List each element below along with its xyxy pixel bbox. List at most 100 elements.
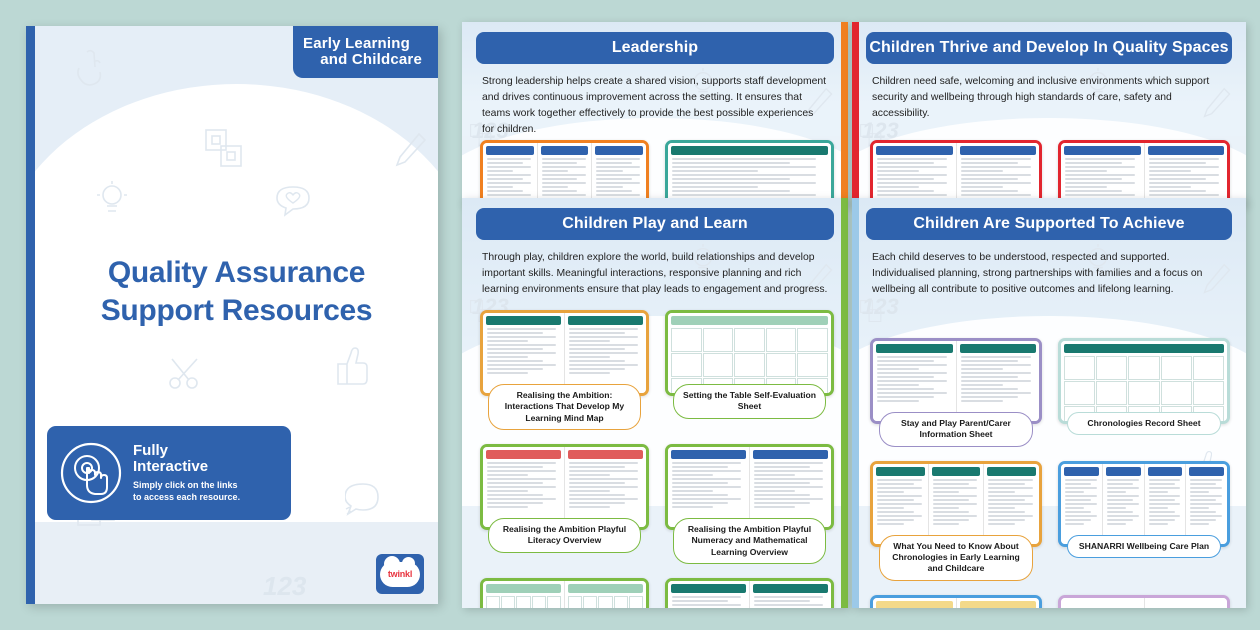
thumbnail-page [1061, 143, 1145, 206]
panel-title: Children Play and Learn [476, 208, 834, 240]
resource-card[interactable] [665, 140, 834, 206]
badge-heading-line-1: Fully [133, 441, 169, 459]
thumbnail-page [537, 143, 593, 206]
resource-card[interactable]: SHANARRI [870, 594, 1042, 608]
thumbnail-page [565, 581, 646, 608]
resource-card[interactable]: Early Learning and Childcare Daily Sleep… [870, 140, 1042, 206]
thumbnail-page [483, 143, 538, 206]
resource-row: Realising the Ambition: Interactions Tha… [480, 310, 834, 431]
thumbnail-page [565, 447, 646, 528]
resource-thumbnail[interactable] [480, 140, 649, 206]
panel-description: Strong leadership helps create a shared … [482, 76, 827, 136]
thumbnail-page [1144, 597, 1227, 608]
resource-row: SHANARRI The Vision of the United Best Pr… [870, 594, 1232, 608]
resource-label[interactable]: What You Need to Know About Chronologies… [878, 534, 1034, 581]
thumbnail-page [668, 143, 831, 206]
resource-card[interactable]: The Importance of Play for All Children [480, 578, 649, 608]
fully-interactive-badge: Fully Interactive Simply click on the li… [47, 426, 291, 520]
badge-heading-line-2: Interactive [133, 458, 209, 476]
panel-accent-strip [841, 198, 848, 608]
resource-row: What You Need to Know About Chronologies… [870, 460, 1232, 581]
thumbnail-page [1186, 463, 1227, 544]
thumbnail-page [956, 597, 1039, 608]
panel-accent-strip [852, 22, 859, 206]
thumbnail-page [873, 597, 957, 608]
resource-label[interactable]: Realising the Ambition Playful Literacy … [488, 518, 641, 553]
resource-thumbnail[interactable] [1058, 460, 1230, 547]
thumbnail-page [565, 313, 646, 393]
resource-row: Stay and Play Parent/Carer Information S… [870, 338, 1232, 447]
resource-thumbnail[interactable] [870, 460, 1042, 547]
thumbnail-page [1102, 463, 1145, 544]
resource-grid: Realising the Ambition: Interactions Tha… [480, 310, 834, 608]
thumbnail-page [1144, 463, 1187, 544]
resource-card[interactable] [1058, 140, 1230, 206]
panel-title: Children Are Supported To Achieve [866, 208, 1232, 240]
resource-thumbnail[interactable] [665, 444, 834, 531]
page-title-line-1: Quality Assurance [107, 256, 366, 289]
resource-grid [480, 140, 834, 206]
thumbnail-page [750, 447, 831, 528]
thumbnail-page [956, 341, 1039, 421]
resource-label[interactable]: Realising the Ambition Playful Numeracy … [673, 518, 826, 565]
resource-thumbnail[interactable] [1058, 338, 1230, 424]
logo-line-2: and Childcare [320, 51, 422, 68]
resource-grid: Stay and Play Parent/Carer Information S… [870, 338, 1232, 608]
resource-thumbnail[interactable] [480, 444, 649, 531]
thumbnail-page [483, 313, 565, 393]
twinkl-wordmark: twinkl [387, 569, 413, 579]
resource-card[interactable]: Setting the Table Self-Evaluation Sheet [665, 310, 834, 430]
early-learning-childcare-logo: Early Learning and Childcare [293, 26, 438, 78]
thumbnail-page [483, 581, 565, 608]
resource-card[interactable]: Realising the Ambition Playful Numeracy … [665, 444, 834, 565]
resource-thumbnail[interactable] [870, 338, 1042, 424]
resource-thumbnail[interactable] [665, 140, 834, 206]
resource-label[interactable]: Realising the Ambition: Interactions Tha… [488, 384, 641, 431]
page-title-line-2: Support Resources [100, 294, 373, 328]
thumbnail-page [1061, 463, 1103, 544]
panel-title: Children Thrive and Develop In Quality S… [866, 32, 1232, 64]
logo-line-1: Early Learning [303, 35, 411, 53]
resource-label[interactable]: Setting the Table Self-Evaluation Sheet [673, 384, 826, 419]
resource-card[interactable]: SHANARRI Wellbeing Care Plan [1058, 460, 1230, 581]
thumbnail-page [873, 341, 957, 421]
resource-card[interactable]: Writing Observations Guide for Early Lea… [665, 578, 834, 608]
resource-card[interactable]: Realising the Ambition Playful Literacy … [480, 444, 649, 564]
panel-description: Each child deserves to be understood, re… [872, 252, 1203, 296]
resource-row: The Importance of Play for All Children W… [480, 578, 834, 608]
resource-row: Realising the Ambition Playful Literacy … [480, 444, 834, 565]
thumbnail-page [483, 447, 565, 528]
resource-thumbnail[interactable] [1058, 594, 1230, 608]
panel-description: Through play, children explore the world… [482, 252, 828, 296]
123-doodle: 123 [263, 571, 307, 601]
resource-thumbnail[interactable] [480, 578, 649, 608]
resource-thumbnail[interactable] [870, 140, 1042, 206]
resource-card[interactable]: What You Need to Know About Chronologies… [870, 460, 1042, 581]
page-title: Quality Assurance Support Resources [35, 254, 438, 331]
thumbnail-page [984, 463, 1039, 544]
badge-subtext-line-1: Simply click on the links [133, 480, 238, 491]
resource-label[interactable]: Stay and Play Parent/Carer Information S… [878, 412, 1034, 447]
badge-subtext-line-2: to access each resource. [133, 491, 241, 502]
thumbnail-page [873, 463, 929, 544]
resource-thumbnail[interactable] [665, 578, 834, 608]
panel-accent-strip [852, 198, 859, 608]
resource-card[interactable]: Stay and Play Parent/Carer Information S… [870, 338, 1042, 447]
cover-spine [26, 26, 35, 604]
thumbnail-page [928, 463, 985, 544]
resource-label[interactable]: SHANARRI Wellbeing Care Plan [1066, 534, 1222, 559]
twinkl-cloud-icon: twinkl [380, 555, 420, 587]
resource-label[interactable]: Chronologies Record Sheet [1066, 412, 1222, 436]
twinkl-logo: twinkl [376, 554, 424, 594]
resource-card[interactable]: Realising the Ambition: Interactions Tha… [480, 310, 649, 431]
resource-thumbnail[interactable] [870, 594, 1042, 608]
resource-card[interactable] [480, 140, 649, 206]
resource-thumbnail[interactable] [1058, 140, 1230, 206]
resource-card[interactable]: Chronologies Record Sheet [1058, 338, 1230, 447]
resource-card[interactable]: The Vision of the United Best Practice G… [1058, 594, 1230, 608]
